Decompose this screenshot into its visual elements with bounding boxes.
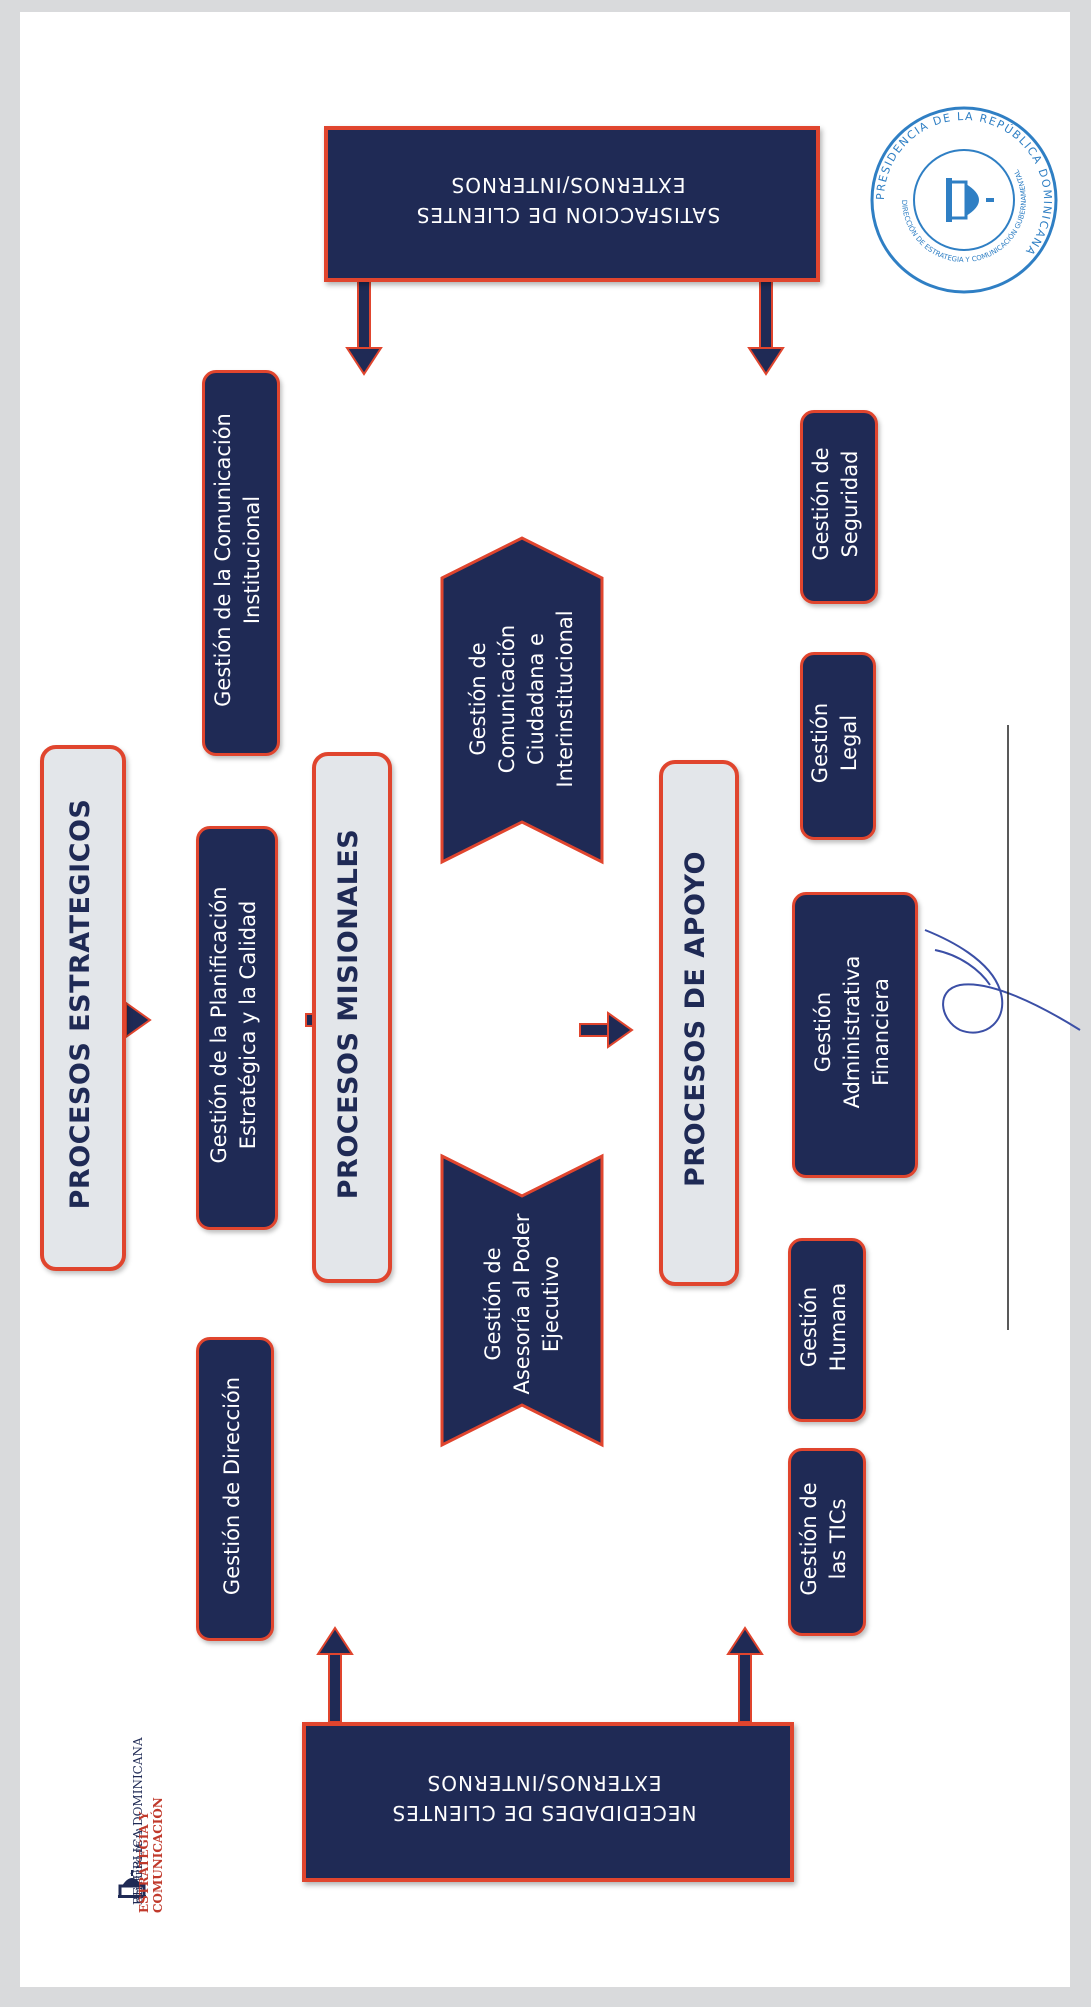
text-gestion-planificacion: Gestión de la Planificación Estratégica … — [207, 886, 260, 1164]
box-necesidades-clientes — [302, 1722, 794, 1882]
signature — [924, 725, 1081, 1330]
header-misionales-box — [312, 752, 392, 1283]
header-estrategicos: PROCESOS ESTRATEGICOS — [64, 798, 96, 1210]
text-gestion-legal: Gestión Legal — [808, 702, 861, 784]
arrow-up-left — [316, 1626, 354, 1723]
official-seal: PRESIDENCIA DE LA REPÚBLICA DOMINICANA D… — [870, 106, 1058, 294]
arrow-apoyo — [579, 1011, 634, 1049]
text-gestion-asesoria: Gestión de Asesoría al Poder Ejecutivo — [480, 1213, 563, 1395]
logo-line4: COMUNICACIÓN — [151, 1797, 165, 1913]
text-satisfaccion-clientes: SATISFACCION DE CLIENTES EXTERNOS/INTERN… — [415, 173, 721, 227]
text-gestion-admin: Gestión Administrativa Financiera — [810, 955, 893, 1109]
seal-dome-icon — [946, 178, 994, 222]
box-gestion-comunicacion-inst — [202, 370, 280, 756]
text-gestion-comunicacion-ciud: Gestión de Comunicación Ciudadana e Inte… — [466, 610, 577, 788]
box-gestion-direccion — [196, 1337, 274, 1641]
box-gestion-tics — [788, 1448, 866, 1636]
header-estrategicos-box — [40, 745, 126, 1271]
text-gestion-humana: Gestión Humana — [797, 1282, 850, 1372]
dome-emblem-icon — [118, 1870, 146, 1898]
government-logo: GOBIERNO DE LA REPÚBLICA DOMINICANA ESTR… — [108, 1688, 238, 1913]
text-necesidades-clientes: NECEDIDADES DE CLIENTES EXTERNOS/INTERNO… — [391, 1771, 697, 1825]
box-gestion-planificacion — [196, 826, 278, 1230]
header-misionales: PROCESOS MISIONALES — [332, 828, 364, 1200]
text-gestion-seguridad: Gestión de Seguridad — [809, 447, 862, 561]
text-gestion-tics: Gestión de las TICs — [797, 1482, 850, 1596]
text-gestion-comunicacion-inst: Gestión de la Comunicación Institucional — [211, 413, 264, 707]
arrow-up-right — [726, 1626, 764, 1723]
box-satisfaccion-clientes — [324, 126, 820, 282]
box-gestion-seguridad — [800, 410, 878, 604]
text-gestion-direccion: Gestión de Dirección — [219, 1376, 244, 1596]
arrow-down-right — [747, 264, 785, 376]
box-gestion-legal — [800, 652, 876, 840]
logo-line3: ESTRATEGIA Y — [137, 1811, 151, 1913]
mission-chevron-asesoria — [440, 1153, 604, 1448]
box-gestion-admin — [792, 892, 918, 1178]
header-apoyo: PROCESOS DE APOYO — [679, 851, 711, 1188]
header-apoyo-box — [659, 760, 739, 1286]
mission-chevron-comunicacion — [440, 536, 604, 865]
box-gestion-humana — [788, 1238, 866, 1422]
